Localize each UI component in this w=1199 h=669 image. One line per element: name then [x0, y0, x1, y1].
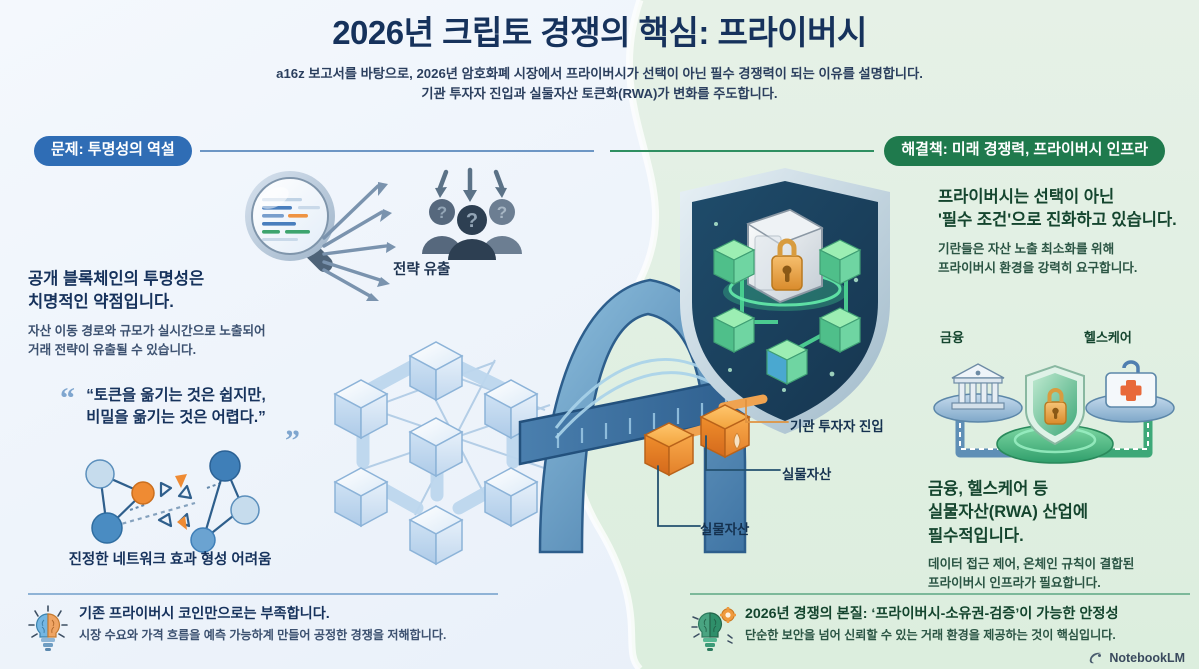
svg-text:?: ?: [466, 210, 478, 232]
problem-heading-line-1: 공개 블록체인의 투명성은: [28, 270, 205, 288]
rwa-industry-illustration: [933, 360, 1175, 464]
svg-text:?: ?: [497, 203, 507, 222]
rwa-body-line-1: 데이터 접근 제어, 온체인 규칙이 결합된: [928, 557, 1135, 572]
section-divider-line-left: [199, 150, 594, 152]
section-pill-problem-label: 문제: 투명성의 역설: [34, 136, 192, 166]
problem-heading: 공개 블록체인의 투명성은 치명적인 약점입니다.: [28, 268, 328, 315]
subtitle-line-2: 기관 투자자 진입과 실둘자산 토큰화(RWA)가 변화를 주도합니다.: [421, 86, 778, 102]
blockchain-lattice-illustration: [333, 341, 551, 566]
solution-body-line-2: 프라이버시 환경을 강력히 요구합니다.: [938, 260, 1138, 275]
solution-body-line-1: 기란들은 자산 노출 최소화를 위해: [938, 241, 1115, 256]
section-header-solution: 해결책: 미래 경쟁력, 프라이버시 인프라: [610, 136, 1165, 166]
notebooklm-icon: [1090, 652, 1102, 664]
footer-left-callout: 기존 프라이버시 코인만으로는 부족합니다. 시장 수요와 가격 흐름을 예측 …: [28, 593, 498, 651]
solution-heading-line-1: 프라이버시는 선택이 아닌: [938, 188, 1115, 206]
footer-right-divider: [690, 593, 1190, 595]
rwa-token-cubes-icon: [643, 394, 768, 477]
problem-body: 자산 이동 경로와 규모가 실시간으로 노출되어 거래 전략이 유출될 수 있습…: [28, 322, 328, 360]
anonymous-people-icon: ? ? ?: [422, 167, 522, 260]
quote-text: “토큰을 옮기는 것은 쉽지만, 비밀을 옮기는 것은 어렵다.”: [30, 385, 322, 429]
rwa-text-block: 금융, 헬스케어 등 실물자산(RWA) 산업에 필수적입니다. 데이터 접근 …: [928, 478, 1190, 594]
solution-text-block: 프라이버시는 선택이 아닌 '필수 조건'으로 진화하고 있습니다. 기란들은 …: [938, 186, 1196, 278]
problem-text-block: 공개 블록체인의 투명성은 치명적인 약점입니다. 자산 이동 경로와 규모가 …: [28, 268, 328, 360]
section-pill-solution-label: 해결책: 미래 경쟁력, 프라이버시 인프라: [884, 136, 1165, 166]
header: 2026년 크립토 경쟁의 핵심: 프라이버시 a16z 보고서를 바탕으로, …: [0, 14, 1199, 105]
section-divider-line-right: [610, 150, 875, 152]
subtitle-line-1: a16z 보고서를 바탕으로, 2026년 암호화폐 시장에서 프라이버시가 선…: [276, 65, 923, 81]
solution-body: 기란들은 자산 노출 최소화를 위해 프라이버시 환경을 강력히 요구합니다.: [938, 240, 1196, 278]
callout-leader-lines: [657, 399, 789, 527]
rwa-heading-line-1: 금융, 헬스케어 등: [928, 480, 1049, 498]
problem-heading-line-2: 치명적인 약점입니다.: [28, 293, 174, 312]
page-title: 2026년 크립토 경쟁의 핵심: 프라이버시: [332, 14, 867, 51]
page-subtitle: a16z 보고서를 바탕으로, 2026년 암호화폐 시장에서 프라이버시가 선…: [0, 64, 1199, 105]
rwa-heading: 금융, 헬스케어 등 실물자산(RWA) 산업에 필수적입니다.: [928, 478, 1190, 548]
network-effect-caption: 진정한 네트워크 효과 형성 어려움: [68, 552, 272, 568]
problem-body-line-2: 거래 전략이 유출될 수 있습니다.: [28, 342, 197, 357]
svg-text:?: ?: [437, 203, 447, 222]
quote-line-1: “토큰을 옮기는 것은 쉽지만,: [86, 387, 266, 404]
footer-left-divider: [28, 593, 498, 595]
finance-label: 금융: [940, 330, 964, 345]
healthcare-label: 헬스케어: [1084, 330, 1132, 345]
callout-real-world-asset-2: 실물자산: [700, 522, 750, 537]
network-effect-diagram: [85, 450, 260, 553]
solution-heading: 프라이버시는 선택이 아닌 '필수 조건'으로 진화하고 있습니다.: [938, 186, 1196, 233]
solution-heading-line-2: '필수 조건'으로 진화하고 있습니다.: [938, 211, 1177, 230]
footer-left-heading: 기존 프라이버시 코인만으로는 부족합니다.: [79, 606, 330, 622]
brain-bulb-icon: [28, 605, 68, 651]
rwa-heading-line-2: 실물자산(RWA) 산업에: [928, 503, 1089, 522]
footer-right-body: 단순한 보안을 넘어 신뢰할 수 있는 거래 환경을 제공하는 것이 핵심입니다…: [745, 628, 1116, 643]
section-header-problem: 문제: 투명성의 역설: [34, 136, 594, 166]
quote-line-2: 비밀을 옮기는 것은 어렵다.”: [86, 409, 266, 427]
callout-real-world-asset-1: 실물자산: [782, 467, 832, 482]
footer-right-heading: 2026년 경쟁의 본질: ‘프라이버시-소유권-검증’이 가능한 안정성: [745, 606, 1119, 622]
footer-left-body: 시장 수요와 가격 흐름을 예측 가능하계 만들어 공정한 경쟁을 저해합니다.: [79, 628, 447, 643]
rwa-body: 데이터 접근 제어, 온체인 규칙이 결합된 프라이버시 인프라가 필요합니다.: [928, 555, 1190, 593]
footer-right-callout: 2026년 경쟁의 본질: ‘프라이버시-소유권-검증’이 가능한 안정성 단순…: [690, 593, 1190, 651]
quote-block: “ ” “토큰을 옮기는 것은 쉽지만, 비밀을 옮기는 것은 어렵다.”: [30, 384, 322, 456]
leak-arrows-icon: [322, 182, 396, 301]
brain-gear-icon: [691, 607, 736, 651]
rwa-heading-line-3: 필수적입니다.: [928, 526, 1024, 545]
magnifier-icon: [245, 171, 335, 273]
brand-name: NotebookLM: [1109, 651, 1185, 665]
brand-mark: NotebookLM: [1088, 651, 1185, 665]
rwa-body-line-2: 프라이버시 인프라가 필요합니다.: [928, 576, 1101, 591]
problem-body-line-1: 자산 이동 경로와 규모가 실시간으로 노출되어: [28, 323, 266, 338]
privacy-shield-vault-illustration: [680, 168, 890, 434]
callout-institutional-entry: 기관 투자자 진입: [790, 419, 884, 434]
leak-label: 전략 유출: [393, 262, 451, 278]
